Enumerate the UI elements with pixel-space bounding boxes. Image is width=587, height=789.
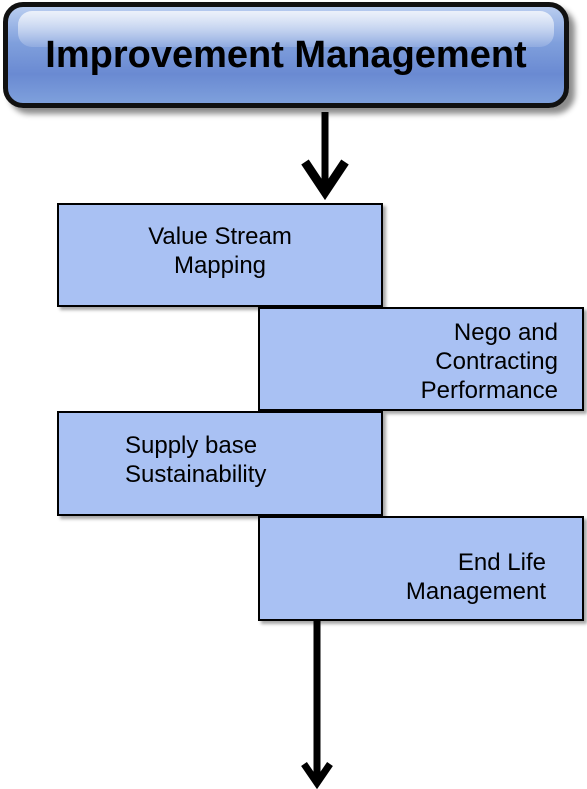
step-supply-base-sustainability: Supply base Sustainability xyxy=(57,411,383,516)
top-arrow-head xyxy=(301,159,349,201)
bottom-arrow-head xyxy=(301,762,333,789)
title-box: Improvement Management xyxy=(3,2,569,108)
step-nego-contracting-performance: Nego and Contracting Performance xyxy=(258,307,584,411)
step-end-life-management: End Life Management xyxy=(258,516,584,621)
diagram-title: Improvement Management xyxy=(45,33,527,76)
step-value-stream-mapping: Value Stream Mapping xyxy=(57,203,383,307)
